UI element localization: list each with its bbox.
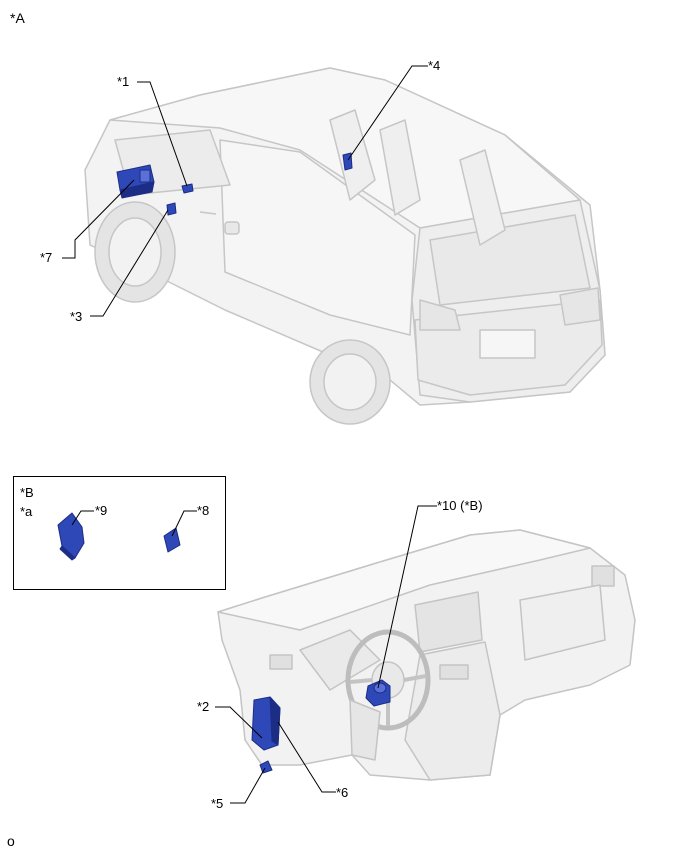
callout-2: *2	[197, 699, 210, 714]
view-label-a-lower: *a	[20, 504, 33, 519]
callout-3: *3	[70, 309, 83, 324]
component-2-icon	[251, 696, 281, 751]
component-8-icon	[163, 527, 181, 553]
component-10-icon	[365, 679, 391, 707]
component-7-icon	[116, 164, 155, 199]
callout-8: *8	[197, 503, 210, 518]
callout-10: *10 (*B)	[437, 498, 483, 513]
callout-9: *9	[95, 503, 108, 518]
view-label-a: *A	[10, 10, 25, 26]
component-3-icon	[166, 202, 177, 216]
callout-5: *5	[211, 796, 224, 811]
component-1-icon	[181, 183, 194, 194]
leader-lines	[62, 65, 437, 804]
callout-6: *6	[336, 785, 349, 800]
van-illustration	[84, 67, 606, 425]
components	[57, 152, 391, 774]
figure-code: o	[7, 833, 15, 849]
inset-view-b	[13, 476, 226, 590]
dashboard-illustration	[217, 529, 636, 781]
view-label-b: *B	[20, 485, 34, 500]
callout-4: *4	[428, 58, 441, 73]
callout-7: *7	[40, 250, 53, 265]
callout-1: *1	[117, 74, 130, 89]
component-5-icon	[259, 760, 273, 774]
component-9-icon	[57, 512, 85, 561]
